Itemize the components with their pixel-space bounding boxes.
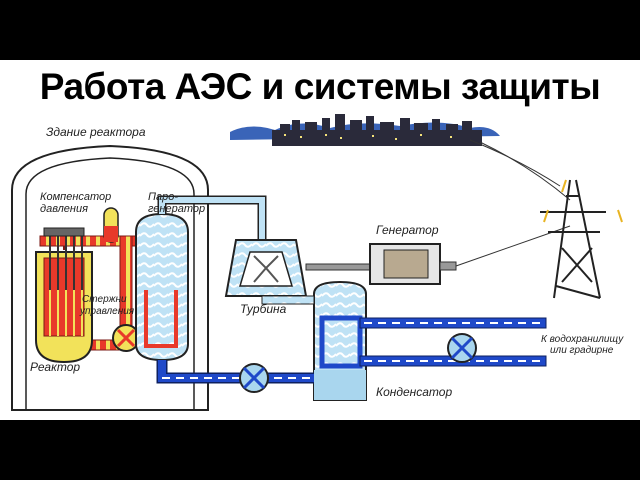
- generator: [305, 243, 457, 285]
- label-reactor: Реактор: [30, 360, 80, 374]
- label-reservoir-2: или градирне: [550, 345, 614, 356]
- steam-generator: [135, 212, 189, 362]
- condenser: [261, 280, 367, 401]
- label-pressurizer-1: Компенсатор: [40, 191, 111, 203]
- label-reactor-building: Здание реактора: [46, 125, 146, 139]
- turbine: [224, 239, 308, 297]
- feedwater-line: [156, 360, 314, 393]
- bottom-black-band: [0, 420, 640, 480]
- label-control-rods-1: Стержни: [82, 294, 127, 305]
- label-pressurizer-2: давления: [40, 203, 88, 215]
- cooling-water-loop: [359, 317, 547, 367]
- page-title: Работа АЭС и системы защиты: [39, 66, 601, 107]
- transmission-tower: [540, 179, 623, 299]
- label-steam-generator-2: генератор: [148, 203, 205, 215]
- pressurizer: [103, 207, 119, 243]
- steam-line: [157, 195, 267, 240]
- reactor-vessel: [35, 227, 93, 364]
- label-control-rods-2: управления: [79, 306, 135, 317]
- label-reservoir-1: К водохранилищу: [541, 334, 624, 345]
- city-skyline: [230, 114, 500, 146]
- label-steam-generator-1: Паро-: [148, 191, 178, 203]
- top-black-band: [0, 0, 640, 60]
- reactor-building-outline: [11, 144, 209, 411]
- power-line: [455, 139, 571, 267]
- label-generator: Генератор: [376, 223, 439, 237]
- label-condenser: Конденсатор: [376, 385, 452, 399]
- control-rods: [49, 236, 83, 290]
- label-turbine: Турбина: [240, 302, 287, 316]
